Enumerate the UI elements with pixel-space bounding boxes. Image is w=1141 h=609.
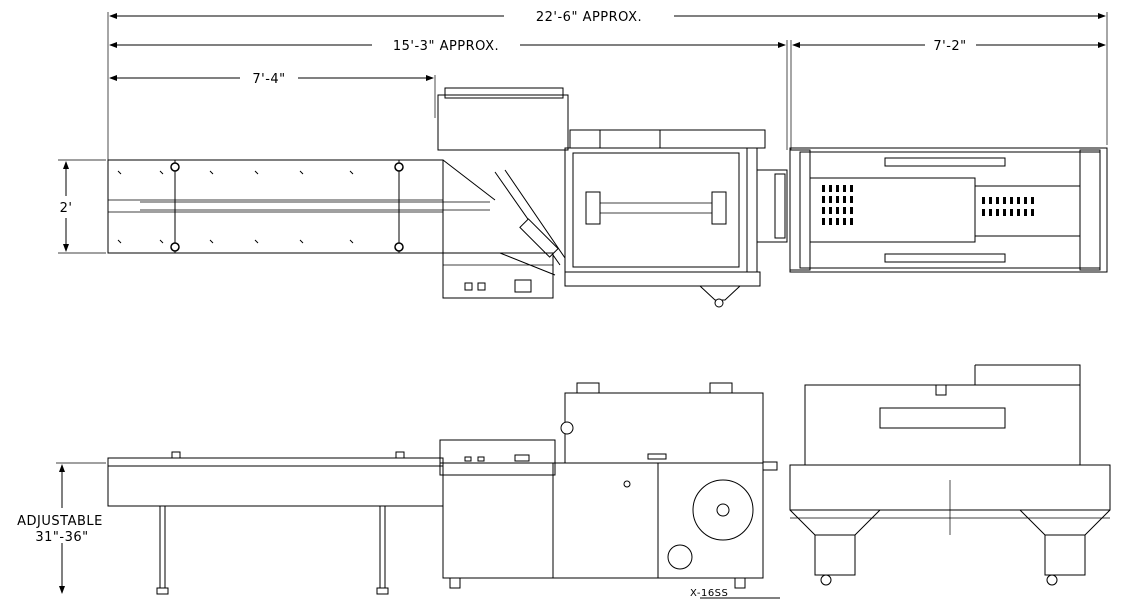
height-label-line1: ADJUSTABLE	[17, 514, 103, 529]
top-view	[107, 87, 1108, 308]
infeed-length-label: 7'-4"	[252, 72, 285, 87]
infeed-conveyor-top	[107, 159, 444, 254]
tunnel-length-label: 7'-2"	[933, 39, 966, 54]
overall-length-label: 22'-6" APPROX.	[536, 10, 642, 25]
side-view	[107, 364, 1111, 595]
infeed-width-label: 2'	[60, 201, 73, 216]
model-number: X-16SS	[690, 588, 728, 599]
height-label-line2: 31"-36"	[35, 530, 88, 545]
wrapper-length-label: 15'-3" APPROX.	[393, 39, 499, 54]
dimension-lines	[56, 12, 1108, 594]
